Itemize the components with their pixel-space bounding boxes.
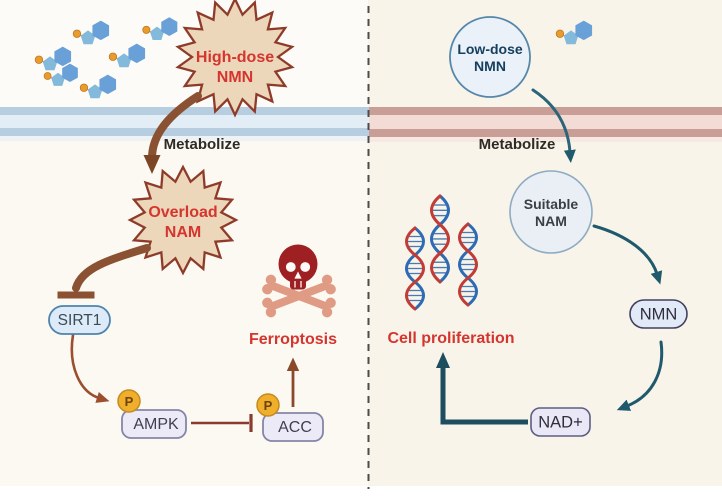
phospho-label-ampk: P — [125, 394, 134, 409]
phospho-label-acc: P — [264, 398, 273, 413]
arrow-nad-to-proliferation — [436, 352, 528, 425]
nmn-label: NMN — [640, 306, 678, 324]
overload-nam-label-line1: Overload — [148, 204, 217, 221]
cell-membrane-left — [0, 107, 369, 141]
arrow-lowdose-to-suitablenam — [531, 88, 576, 163]
high-dose-nmn-label-line2: NMN — [217, 69, 253, 86]
metabolize-label-right: Metabolize — [479, 136, 556, 153]
ampk-label: AMPK — [133, 416, 179, 433]
phospho-circle-acc — [256, 393, 280, 417]
nad-node: NAD+ — [530, 407, 591, 437]
high-dose-nmn-label-line1: High-dose — [196, 49, 274, 66]
arrow-suitablenam-to-nmn — [592, 224, 663, 285]
sirt1-label: SIRT1 — [58, 312, 102, 329]
acc-label: ACC — [278, 419, 312, 436]
arrow-highdose-to-overload — [143, 92, 202, 174]
low-dose-nmn-label-line1: Low-dose — [457, 41, 523, 57]
metabolize-label-left: Metabolize — [164, 136, 241, 153]
cell-membrane-right — [369, 107, 722, 142]
nad-label: NAD+ — [538, 414, 582, 432]
suitable-nam-circle: Suitable NAM — [509, 170, 593, 254]
arrow-nmn-to-nad — [616, 340, 664, 411]
acc-node: P ACC — [256, 393, 324, 442]
high-dose-nmn-burst: High-dose NMN — [175, 0, 295, 118]
cell-proliferation-label: Cell proliferation — [387, 330, 514, 347]
inhibition-ampk-to-acc — [191, 414, 253, 432]
low-dose-nmn-circle: Low-dose NMN — [449, 16, 531, 98]
arrow-sirt1-to-ampk — [70, 333, 110, 403]
suitable-nam-label-line1: Suitable — [524, 196, 579, 212]
overload-nam-label-line2: NAM — [165, 224, 201, 241]
nmn-node: NMN — [629, 299, 688, 329]
sirt1-node: SIRT1 — [48, 305, 111, 335]
phospho-circle-ampk — [117, 389, 141, 413]
low-dose-nmn-label-line2: NMN — [474, 58, 506, 74]
inhibition-overload-to-sirt1 — [57, 244, 151, 299]
suitable-nam-label-line2: NAM — [535, 213, 567, 229]
ferroptosis-label: Ferroptosis — [249, 331, 337, 348]
skull-crossbones-icon — [262, 244, 336, 318]
overload-nam-burst: Overload NAM — [127, 164, 239, 276]
ampk-node: P AMPK — [117, 389, 187, 439]
